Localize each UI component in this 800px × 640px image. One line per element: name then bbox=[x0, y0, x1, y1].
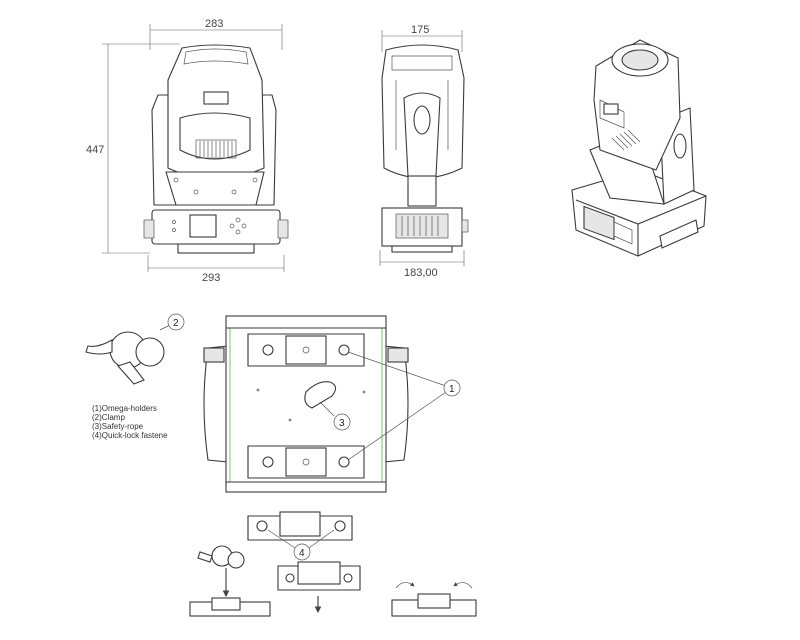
callout-4: 4 bbox=[299, 548, 305, 559]
legend: (1)Omega-holders (2)Clamp (3)Safety-rope… bbox=[92, 404, 168, 440]
callout-3-circle bbox=[333, 413, 351, 431]
front-display-window bbox=[203, 91, 229, 105]
iso-tilt-hub bbox=[673, 133, 687, 159]
callout-1: 1 bbox=[449, 384, 455, 395]
front-height-label: 447 bbox=[86, 144, 104, 156]
callout-1-circle bbox=[443, 379, 461, 397]
side-tilt-hub bbox=[413, 105, 431, 135]
clamp-bolt bbox=[117, 361, 145, 385]
front-vent-grille-icon bbox=[195, 139, 237, 159]
mounting-step-3 bbox=[391, 582, 477, 617]
rotate-arrow-right-icon bbox=[453, 582, 473, 589]
callout-3: 3 bbox=[339, 418, 345, 429]
front-control-screen bbox=[189, 214, 217, 238]
base-bottom-view: 1 3 bbox=[203, 315, 461, 493]
clamp-illustration bbox=[85, 323, 173, 385]
safety-rope-hook-icon bbox=[304, 381, 337, 409]
legend-item-clamp: (2)Clamp bbox=[92, 413, 125, 422]
side-base-depth-label: 183,00 bbox=[404, 267, 438, 279]
front-base-width-label: 293 bbox=[202, 272, 220, 284]
quick-lock-detail: 4 bbox=[247, 511, 353, 561]
legend-item-safety-rope: (3)Safety-rope bbox=[92, 422, 144, 431]
legend-item-omega-holders: (1)Omega-holders bbox=[92, 404, 157, 413]
iso-handle bbox=[659, 219, 699, 249]
side-top-depth-label: 175 bbox=[411, 24, 429, 36]
side-view: 175 183,00 bbox=[379, 24, 469, 279]
callout-4-circle bbox=[293, 543, 311, 561]
mounting-step-2 bbox=[277, 561, 361, 614]
legend-item-quick-lock: (4)Quick-lock fastene bbox=[92, 431, 168, 440]
callout-2: 2 bbox=[173, 318, 179, 329]
callout-2-circle bbox=[167, 313, 185, 331]
front-view: 283 447 293 bbox=[86, 18, 289, 284]
rotate-arrow-left-icon bbox=[395, 582, 415, 589]
iso-vent-grille-icon bbox=[611, 129, 641, 151]
front-top-width-label: 283 bbox=[205, 18, 223, 30]
isometric-view bbox=[571, 39, 707, 257]
mounting-step-1 bbox=[189, 545, 271, 617]
